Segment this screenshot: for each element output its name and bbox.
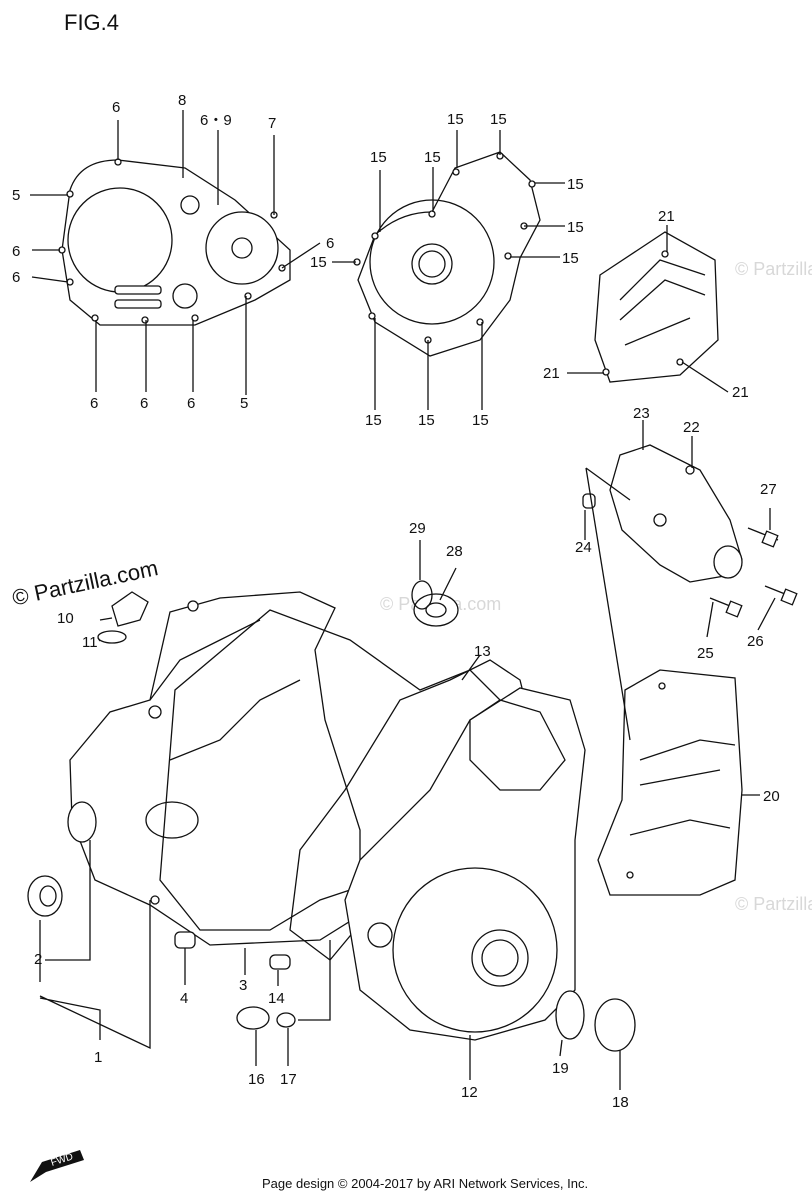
small-parts (27, 580, 636, 1052)
callout-label: 21 (732, 384, 749, 401)
callout-label: 6 (140, 395, 148, 412)
magneto-cover-part (353, 151, 541, 357)
starter-housing-part (582, 444, 743, 583)
clutch-cover-part (58, 158, 291, 326)
callout-label: 18 (612, 1094, 629, 1111)
callout-label: 6 (187, 395, 195, 412)
callout-label: 13 (474, 643, 491, 660)
callout-label: 25 (697, 645, 714, 662)
leader-lines (30, 110, 776, 1090)
callout-label: 22 (683, 419, 700, 436)
callout-label: 12 (461, 1084, 478, 1101)
callout-label: 23 (633, 405, 650, 422)
callout-label: 15 (310, 254, 327, 271)
callout-label: 6 (12, 269, 20, 286)
figure-title: FIG.4 (64, 10, 120, 35)
callout-label: 5 (240, 395, 248, 412)
callout-label: 7 (268, 115, 276, 132)
bolt-part (709, 527, 798, 618)
callout-label: 1 (94, 1049, 102, 1066)
callout-label: 29 (409, 520, 426, 537)
callout-label: 15 (365, 412, 382, 429)
callout-label: 15 (424, 149, 441, 166)
callout-label: 15 (490, 111, 507, 128)
fwd-arrow-icon: FWD (30, 1150, 84, 1182)
faint-watermark: © Partzilla.com (735, 259, 812, 279)
callout-labels: 6 8 6・9 7 5 6 6 6 6 6 6 5 15 15 15 15 15… (12, 92, 780, 1111)
callout-label: 15 (418, 412, 435, 429)
callout-label: 17 (280, 1071, 297, 1088)
callout-label: 27 (760, 481, 777, 498)
callout-label: 10 (57, 610, 74, 627)
callout-label: 11 (82, 634, 98, 651)
callout-label: 24 (575, 539, 592, 556)
callout-label: 15 (370, 149, 387, 166)
crankcase-cover-part (344, 687, 586, 1041)
callout-label: 8 (178, 92, 186, 109)
callout-label: 19 (552, 1060, 569, 1077)
callout-label: 21 (658, 208, 675, 225)
sprocket-cover-part (594, 231, 719, 383)
callout-label: 6・9 (200, 112, 232, 129)
faint-watermark: © Partzilla.com (735, 894, 812, 914)
callout-label: 4 (180, 990, 188, 1007)
callout-label: 20 (763, 788, 780, 805)
callout-label: 5 (12, 187, 20, 204)
callout-label: 16 (248, 1071, 265, 1088)
callout-label: 6 (326, 235, 334, 252)
callout-label: 3 (239, 977, 247, 994)
callout-label: 26 (747, 633, 764, 650)
callout-label: 6 (12, 243, 20, 260)
callout-label: 6 (90, 395, 98, 412)
callout-label: 15 (567, 219, 584, 236)
callout-label: 6 (112, 99, 120, 116)
callout-label: 28 (446, 543, 463, 560)
page-footer: Page design © 2004-2017 by ARI Network S… (262, 1176, 589, 1191)
callout-label: 15 (447, 111, 464, 128)
callout-label: 14 (268, 990, 285, 1007)
callout-label: 15 (567, 176, 584, 193)
callout-label: 2 (34, 951, 42, 968)
callout-label: 21 (543, 365, 560, 382)
callout-label: 15 (562, 250, 579, 267)
callout-label: 15 (472, 412, 489, 429)
gearshift-cover-part (597, 669, 743, 896)
crankcase-part (67, 591, 361, 946)
